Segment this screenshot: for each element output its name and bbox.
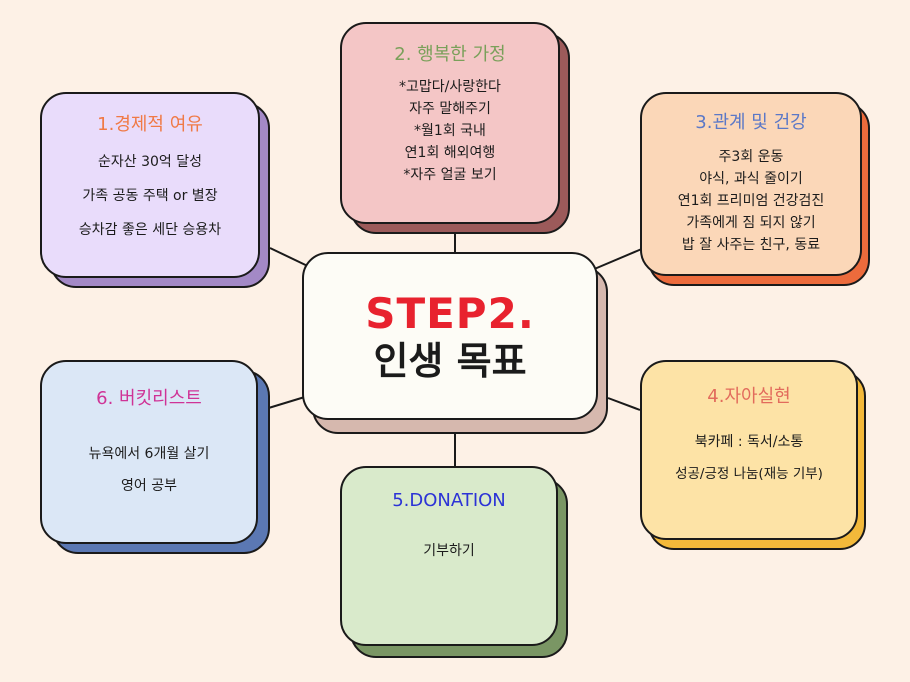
center-main-label: 인생 목표 [373, 339, 527, 383]
node-relationships-item: 밥 잘 사주는 친구, 동료 [681, 237, 821, 253]
node-economic-item: 순자산 30억 달성 [98, 154, 202, 170]
node-self-card: 4.자아실현 북카페 : 독서/소통 성공/긍정 나눔(재능 기부) [640, 360, 858, 540]
node-relationships-title: 3.관계 및 건강 [695, 112, 807, 133]
center-node-card: STEP2. 인생 목표 [302, 252, 598, 420]
node-economic: 1.경제적 여유 순자산 30억 달성 가족 공동 주택 or 별장 승차감 좋… [40, 92, 270, 288]
node-donation-title: 5.DONATION [392, 490, 506, 511]
node-relationships-item: 주3회 운동 [718, 149, 784, 165]
node-family-card: 2. 행복한 가정 *고맙다/사랑한다 자주 말해주기 *월1회 국내 연1회 … [340, 22, 560, 224]
node-self-item: 북카페 : 독서/소통 [694, 434, 804, 450]
node-donation-item: 기부하기 [423, 543, 475, 559]
node-bucket-card: 6. 버킷리스트 뉴욕에서 6개월 살기 영어 공부 [40, 360, 258, 544]
node-relationships-item: 야식, 과식 줄이기 [699, 171, 803, 187]
connector-self [607, 397, 641, 411]
node-family-item: *고맙다/사랑한다 [399, 79, 501, 95]
node-donation: 5.DONATION 기부하기 [340, 466, 568, 658]
node-family-item: 자주 말해주기 [409, 101, 491, 117]
node-family-item: *월1회 국내 [414, 123, 486, 139]
center-node: STEP2. 인생 목표 [302, 252, 608, 434]
node-economic-item: 승차감 좋은 세단 승용차 [78, 222, 222, 238]
node-bucket-item: 영어 공부 [121, 478, 177, 494]
node-economic-title: 1.경제적 여유 [97, 114, 203, 135]
node-family-item: *자주 얼굴 보기 [403, 167, 497, 183]
center-step-label: STEP2. [365, 289, 535, 338]
node-relationships-item: 연1회 프리미엄 건강검진 [677, 193, 825, 209]
node-family-item: 연1회 해외여행 [404, 145, 496, 161]
node-donation-card: 5.DONATION 기부하기 [340, 466, 558, 646]
node-bucket: 6. 버킷리스트 뉴욕에서 6개월 살기 영어 공부 [40, 360, 270, 554]
node-relationships: 3.관계 및 건강 주3회 운동 야식, 과식 줄이기 연1회 프리미엄 건강검… [640, 92, 870, 286]
node-relationships-card: 3.관계 및 건강 주3회 운동 야식, 과식 줄이기 연1회 프리미엄 건강검… [640, 92, 862, 276]
node-self-title: 4.자아실현 [707, 386, 791, 407]
node-bucket-item: 뉴욕에서 6개월 살기 [88, 446, 210, 462]
node-self-item: 성공/긍정 나눔(재능 기부) [675, 466, 823, 482]
node-economic-card: 1.경제적 여유 순자산 30억 달성 가족 공동 주택 or 별장 승차감 좋… [40, 92, 260, 278]
node-family: 2. 행복한 가정 *고맙다/사랑한다 자주 말해주기 *월1회 국내 연1회 … [340, 22, 570, 234]
node-economic-item: 가족 공동 주택 or 별장 [82, 188, 218, 204]
connector-relationships [591, 247, 645, 271]
node-family-title: 2. 행복한 가정 [394, 44, 506, 65]
node-self: 4.자아실현 북카페 : 독서/소통 성공/긍정 나눔(재능 기부) [640, 360, 866, 550]
node-relationships-item: 가족에게 짐 되지 않기 [686, 215, 816, 231]
node-bucket-title: 6. 버킷리스트 [96, 388, 202, 409]
